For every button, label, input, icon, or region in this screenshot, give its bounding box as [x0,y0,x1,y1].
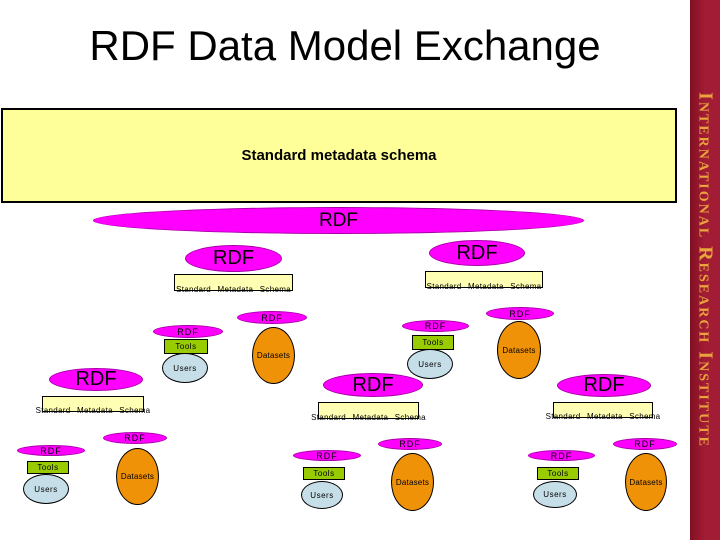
slide-title: RDF Data Model Exchange [89,22,601,69]
schema-banner-box: Standard metadata schema [1,108,677,203]
bottom-middle-rdf-ellipse: RDF [323,373,423,397]
mid-right-rdf-tools-ellipse: RDF [402,320,469,332]
mid-right-rdf-datasets-ellipse: RDF [486,307,554,320]
bottom-left-rdf-tools-ellipse: RDF [17,445,85,456]
bottom-right-schema-box: Standard Metadata Schema [546,402,660,421]
bottom-left-tools-box: Tools [27,461,69,474]
bottom-right-rdf-ellipse: RDF [557,374,651,397]
mid-left-schema-box: Standard Metadata Schema [174,274,293,294]
mid-right-datasets-ellipse: Datasets [497,321,541,379]
bottom-middle-datasets-ellipse: Datasets [391,453,434,511]
mid-right-users-ellipse: Users [407,349,453,379]
bottom-middle-users-ellipse: Users [301,481,343,509]
bottom-right-datasets-ellipse: Datasets [625,453,667,511]
bottom-middle-schema-label: Standard Metadata Schema [311,413,426,422]
bottom-right-rdf-tools-ellipse: RDF [528,450,595,461]
bottom-middle-schema-box: Standard Metadata Schema [311,402,426,422]
mid-left-tools-box: Tools [164,339,208,354]
mid-right-tools-box: Tools [412,335,454,350]
mid-left-rdf-tools-ellipse: RDF [153,325,223,338]
institute-sidebar: International Research Institute [690,0,720,540]
mid-right-schema-box: Standard Metadata Schema [425,271,543,291]
mid-left-users-ellipse: Users [162,353,208,383]
bottom-middle-rdf-tools-ellipse: RDF [293,450,361,461]
schema-banner-label: Standard metadata schema [241,147,437,164]
mid-right-schema-label: Standard Metadata Schema [426,282,542,291]
mid-left-rdf-datasets-ellipse: RDF [237,311,307,324]
mid-left-rdf-ellipse: RDF [185,245,282,272]
bottom-left-schema-box: Standard Metadata Schema [36,396,150,415]
bottom-left-schema-label: Standard Metadata Schema [35,406,151,415]
root-rdf-ellipse: RDF [93,207,584,234]
bottom-left-rdf-ellipse: RDF [49,368,143,391]
bottom-middle-tools-box: Tools [303,467,345,480]
mid-right-rdf-ellipse: RDF [429,240,525,266]
bottom-left-datasets-ellipse: Datasets [116,448,159,505]
institute-name-vertical-text: International Research Institute [694,92,717,448]
bottom-right-users-ellipse: Users [533,481,577,508]
bottom-right-tools-box: Tools [537,467,579,480]
bottom-left-users-ellipse: Users [23,474,69,504]
mid-left-schema-label: Standard Metadata Schema [176,285,291,294]
mid-left-datasets-ellipse: Datasets [252,327,295,384]
bottom-right-rdf-datasets-ellipse: RDF [613,438,677,450]
bottom-left-rdf-datasets-ellipse: RDF [103,432,167,444]
bottom-middle-rdf-datasets-ellipse: RDF [378,438,442,450]
bottom-right-schema-label: Standard Metadata Schema [545,412,661,421]
